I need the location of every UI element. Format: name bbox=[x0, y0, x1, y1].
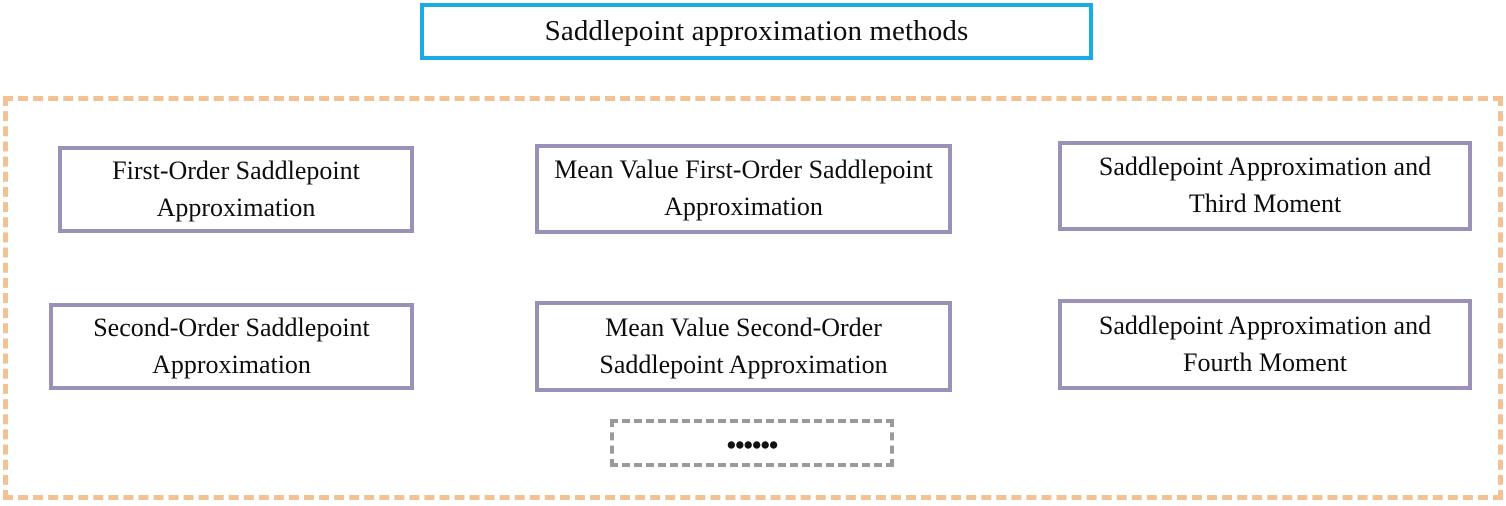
method-box-first-order[interactable]: First-Order Saddlepoint Approximation bbox=[58, 146, 414, 233]
method-box-label: Saddlepoint Approximation and Fourth Mom… bbox=[1098, 310, 1432, 377]
ellipsis-label: •••••• bbox=[726, 429, 779, 460]
method-box-label: Saddlepoint Approximation and Third Mome… bbox=[1098, 152, 1432, 218]
ellipsis-placeholder-box[interactable]: •••••• bbox=[610, 419, 894, 467]
method-box-label: Mean Value Second-Order Saddlepoint Appr… bbox=[599, 312, 888, 379]
method-box-third-moment[interactable]: Saddlepoint Approximation and Third Mome… bbox=[1058, 141, 1472, 231]
method-box-mean-value-first-order[interactable]: Mean Value First-Order Saddlepoint Appro… bbox=[535, 144, 952, 234]
title-box: Saddlepoint approximation methods bbox=[420, 3, 1093, 60]
method-box-mean-value-second-order[interactable]: Mean Value Second-Order Saddlepoint Appr… bbox=[535, 301, 952, 392]
methods-group-container bbox=[3, 96, 1503, 500]
method-box-label: First-Order Saddlepoint Approximation bbox=[112, 155, 360, 222]
method-box-second-order[interactable]: Second-Order Saddlepoint Approximation bbox=[49, 303, 414, 390]
method-box-fourth-moment[interactable]: Saddlepoint Approximation and Fourth Mom… bbox=[1058, 299, 1472, 390]
method-box-label: Second-Order Saddlepoint Approximation bbox=[93, 312, 370, 379]
method-box-label: Mean Value First-Order Saddlepoint Appro… bbox=[554, 155, 933, 221]
page-title: Saddlepoint approximation methods bbox=[544, 14, 969, 47]
